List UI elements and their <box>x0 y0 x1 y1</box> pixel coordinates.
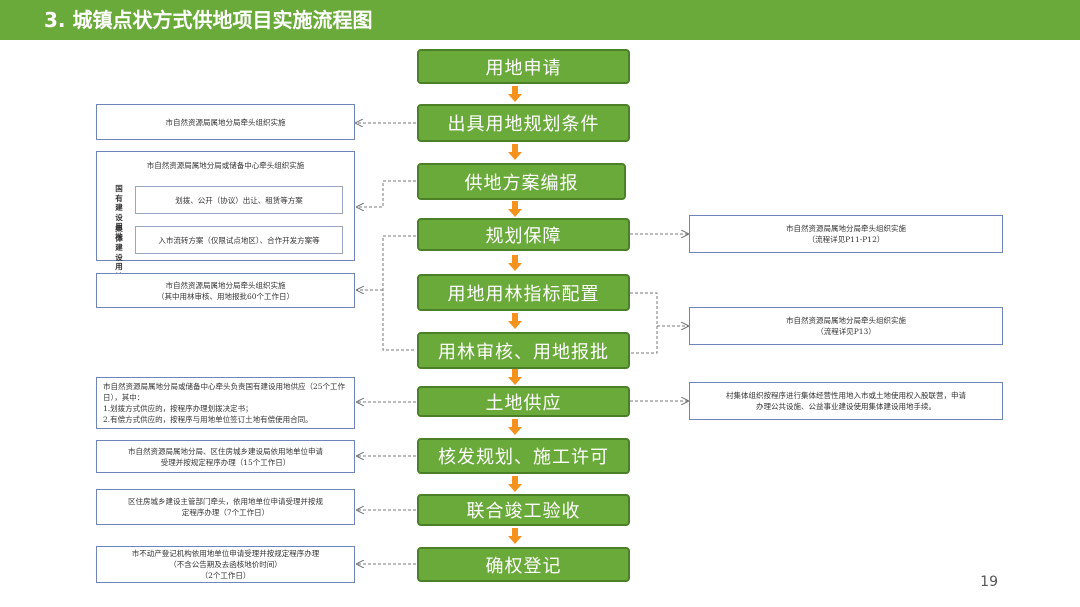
down-arrow-icon <box>508 476 522 492</box>
down-arrow-icon <box>508 313 522 329</box>
step-planning-conditions: 出具用地规划条件 <box>417 104 630 142</box>
step-permits: 核发规划、施工许可 <box>417 438 630 474</box>
down-arrow-icon <box>508 255 522 271</box>
down-arrow-icon <box>508 419 522 435</box>
step-land-supply: 土地供应 <box>417 386 630 417</box>
step-supply-plan: 供地方案编报 <box>417 163 626 200</box>
note-planning-conditions: 市自然资源局属地分局牵头组织实施 <box>96 104 355 140</box>
page-title: 3. 城镇点状方式供地项目实施流程图 <box>44 8 373 32</box>
down-arrow-icon <box>508 369 522 385</box>
step-completion-acceptance: 联合竣工验收 <box>417 494 630 526</box>
note-permits: 市自然资源局属地分局、区住房城乡建设局依用地单位申请 受理并按规定程序办理（15… <box>96 440 355 473</box>
step-planning-guarantee: 规划保障 <box>417 218 630 251</box>
down-arrow-icon <box>508 86 522 102</box>
step-land-application: 用地申请 <box>417 49 630 84</box>
note-collective-land-supply: 村集体组织按程序进行集体经营性用地入市或土地使用权入股联营，申请 办理公共设施、… <box>689 382 1003 420</box>
step-quota-allocation: 用地用林指标配置 <box>417 274 630 311</box>
note-quota-approval: 市自然资源局属地分局牵头组织实施 （其中用林审核、用地报批60个工作日） <box>96 273 355 308</box>
collective-land-plan-box: 入市流转方案（仅限试点地区）、合作开发方案等 <box>135 226 343 254</box>
note-supply-plan: 市自然资源局属地分局或储备中心牵头组织实施 国有建设用地 划拨、公开（协议）出让… <box>96 151 355 281</box>
state-land-label: 国有建设用地 <box>115 184 123 241</box>
state-land-plan-box: 划拨、公开（协议）出让、租赁等方案 <box>135 186 343 214</box>
down-arrow-icon <box>508 528 522 544</box>
page-number: 19 <box>980 574 998 590</box>
step-forest-land-approval: 用林审核、用地报批 <box>417 332 630 369</box>
note-land-supply: 市自然资源局属地分局或储备中心牵头负责国有建设用地供应（25个工作日），其中： … <box>96 377 355 429</box>
step-rights-registration: 确权登记 <box>417 547 630 582</box>
note-supply-plan-heading: 市自然资源局属地分局或储备中心牵头组织实施 <box>146 161 305 170</box>
header-bar: 3. 城镇点状方式供地项目实施流程图 <box>0 0 1080 40</box>
down-arrow-icon <box>508 201 522 217</box>
note-completion-acceptance: 区住房城乡建设主管部门牵头，依用地单位申请受理并按规 定程序办理（7个工作日） <box>96 489 355 525</box>
note-quota-allocation: 市自然资源局属地分局牵头组织实施 （流程详见P13） <box>689 307 1003 345</box>
note-rights-registration: 市不动产登记机构依用地单位申请受理并按规定程序办理 （不含公告期及去函核地价时间… <box>96 546 355 583</box>
down-arrow-icon <box>508 144 522 160</box>
note-planning-guarantee: 市自然资源局属地分局牵头组织实施 （流程详见P11-P12） <box>689 215 1003 253</box>
